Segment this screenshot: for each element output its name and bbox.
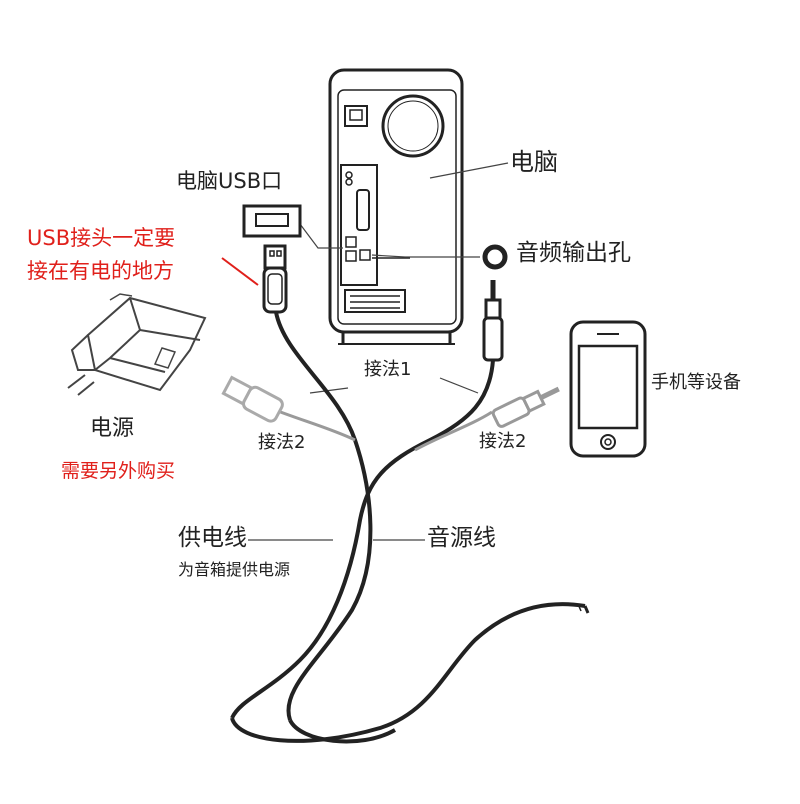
usb-plug <box>262 244 288 314</box>
audio-plug-alt <box>491 386 560 428</box>
leader-usb-note <box>221 257 259 286</box>
label-power-cable-sub: 为音箱提供电源 <box>178 560 291 579</box>
leader-lines <box>221 162 509 541</box>
leader-usb-port <box>299 223 343 249</box>
leader-audio-out <box>371 254 480 258</box>
label-buy-separately: 需要另外购买 <box>61 460 176 482</box>
computer-tower <box>328 68 464 345</box>
label-audio-out: 音频输出孔 <box>516 240 631 266</box>
cables <box>230 311 586 744</box>
label-usb-note-1: USB接头一定要 <box>27 226 176 250</box>
leader-method1-right <box>439 377 479 394</box>
audio-jack-circle <box>482 244 508 270</box>
cable-end <box>577 603 590 614</box>
audio-plug <box>482 280 504 362</box>
usb-port <box>242 204 302 238</box>
label-computer: 电脑 <box>510 148 558 176</box>
power-adapter <box>67 293 207 396</box>
phone-device <box>569 320 647 458</box>
label-audio-cable: 音源线 <box>427 525 496 551</box>
label-computer-usb: 电脑USB口 <box>176 169 283 193</box>
label-method2-left: 接法2 <box>258 432 306 453</box>
label-power: 电源 <box>90 416 135 441</box>
label-power-cable: 供电线 <box>178 525 247 551</box>
label-usb-note-2: 接在有电的地方 <box>27 259 174 283</box>
label-phone: 手机等设备 <box>651 372 741 393</box>
label-method1: 接法1 <box>364 359 412 380</box>
leader-computer <box>429 162 509 179</box>
label-method2-right: 接法2 <box>479 431 527 452</box>
leader-method1-left <box>309 387 349 394</box>
usb-plug-alt <box>221 375 284 423</box>
